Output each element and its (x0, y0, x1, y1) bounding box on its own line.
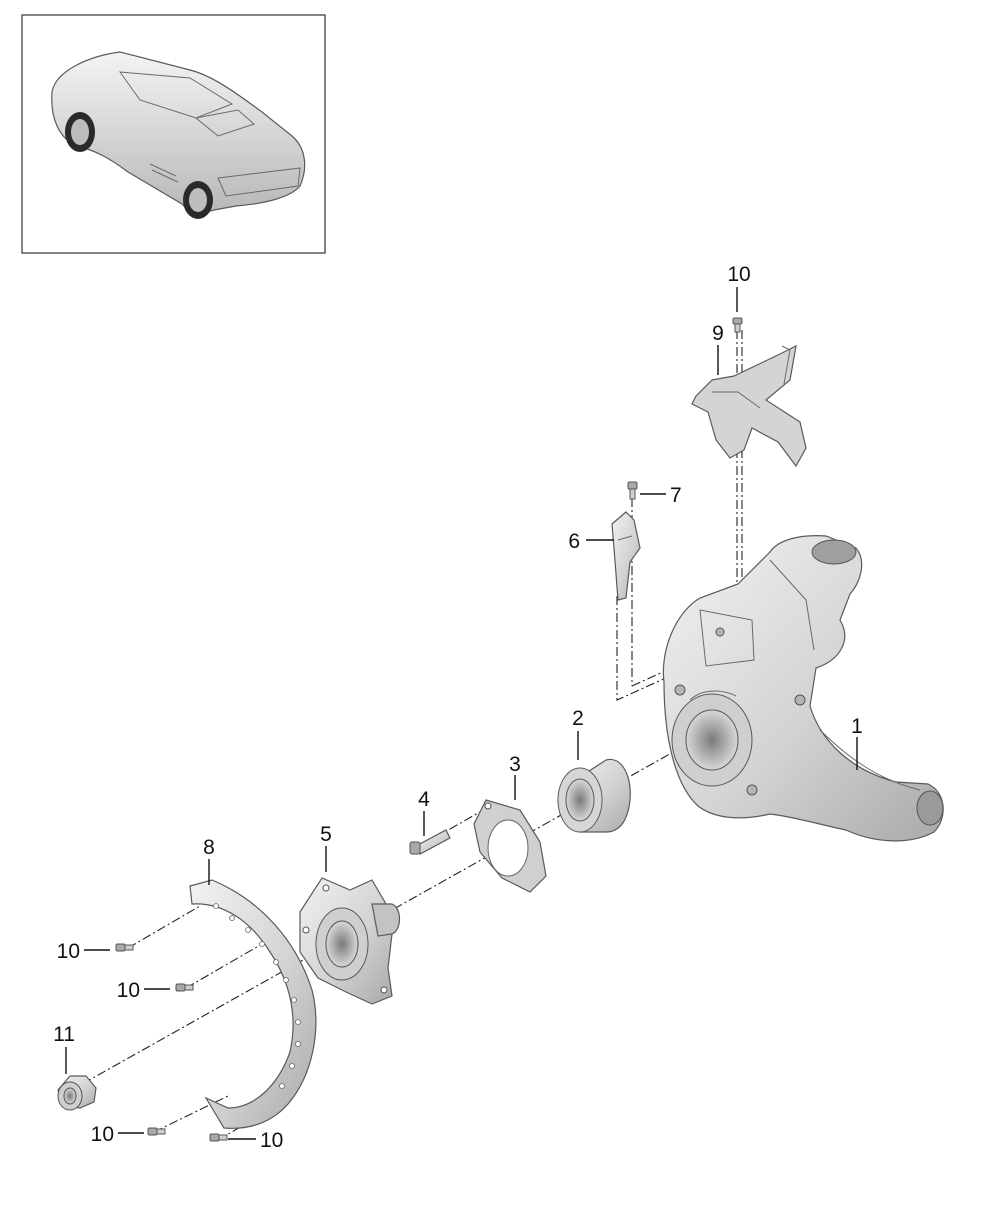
car-icon (51, 51, 306, 219)
callout-part-5: 5 (320, 823, 332, 846)
splash-shield-icon (189, 879, 317, 1129)
callout-part-3: 3 (509, 753, 521, 776)
callout-part-7: 7 (670, 484, 682, 507)
screws-10 (115, 317, 743, 1142)
assembly-axes (67, 330, 743, 1141)
callout-labels: 1 2 3 4 5 6 7 8 9 10 10 10 10 10 11 (53, 263, 863, 1152)
screw-icon (209, 1133, 228, 1142)
bracket-icon (611, 511, 641, 601)
callout-part-2: 2 (572, 707, 584, 730)
callout-part-8: 8 (203, 836, 215, 859)
callout-part-10-bottom-1: 10 (91, 1123, 114, 1146)
bolt-icon (409, 829, 451, 855)
screw-icon (175, 983, 194, 992)
screw-icon (732, 317, 743, 333)
callout-part-10-left-2: 10 (117, 979, 140, 1002)
callout-part-1: 1 (851, 715, 863, 738)
callout-part-6: 6 (568, 530, 580, 553)
leader-lines (65, 287, 858, 1140)
callout-part-10-top: 10 (727, 263, 750, 286)
wheel-carrier-icon (662, 535, 944, 842)
callout-part-9: 9 (712, 322, 724, 345)
screw-icon (627, 481, 638, 500)
callout-part-4: 4 (418, 788, 430, 811)
screw-icon (115, 943, 134, 952)
wheel-bearing-icon (557, 758, 631, 833)
cover-plate-icon (473, 799, 547, 893)
callout-part-10-left-1: 10 (57, 940, 80, 963)
callout-part-10-bottom-2: 10 (260, 1129, 283, 1152)
holder-icon (691, 344, 807, 468)
collar-nut-icon (57, 1075, 97, 1111)
wheel-hub-icon (299, 877, 401, 1005)
screw-icon (147, 1127, 166, 1136)
callout-part-11: 11 (53, 1023, 75, 1046)
vehicle-thumbnail (21, 14, 326, 254)
